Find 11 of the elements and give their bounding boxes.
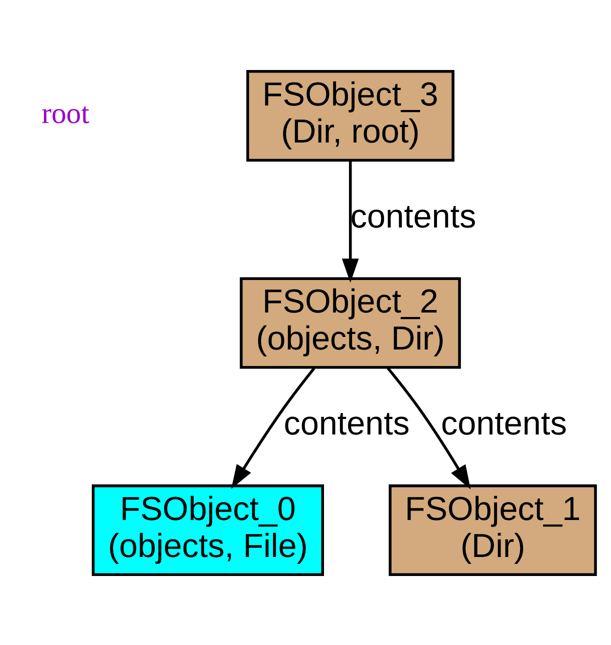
node-box: FSObject_2 (objects, Dir): [240, 276, 461, 368]
arrow: [231, 366, 316, 488]
edge-label: contents: [440, 405, 567, 442]
node-box: FSObject_1 (Dir): [388, 484, 597, 576]
edge-label: contents: [350, 198, 476, 236]
node-box: FSObject_0 (objects, File): [92, 484, 324, 576]
edge-label: contents: [284, 405, 410, 442]
arrow: [342, 160, 359, 282]
node-box: FSObject_3 (Dir, root): [246, 70, 454, 162]
arrow: [386, 366, 471, 489]
label: root: [42, 97, 90, 130]
